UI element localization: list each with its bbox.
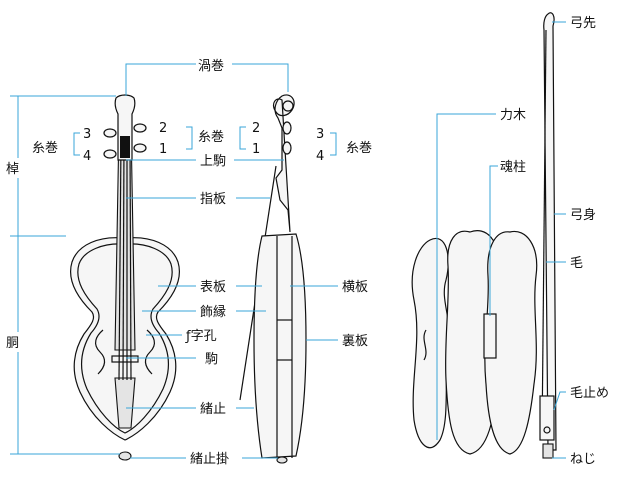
label-tailpiece: 緒止 (200, 402, 226, 417)
label-bow-hair: 毛 (570, 256, 583, 271)
peg-slot-front (120, 136, 130, 158)
bow-frog (539, 395, 555, 441)
violin-interior-drawing (411, 230, 538, 455)
label-scroll: 渦巻 (198, 59, 224, 74)
string-4 (129, 139, 132, 381)
peg-num-side-2: 2 (252, 121, 260, 136)
interior-back-plate (484, 230, 538, 455)
leader-lines (10, 21, 566, 459)
label-sound-post: 魂柱 (500, 159, 526, 175)
label-f-hole: ƒ字孔 (185, 329, 217, 344)
scroll-side (272, 94, 295, 233)
label-pegs-middle: 糸巻 (198, 130, 224, 145)
label-top-plate: 表板 (200, 280, 226, 295)
string-1 (118, 139, 122, 381)
string-2 (122, 139, 125, 381)
violin-front-purfling (77, 243, 173, 434)
peg-front-4 (103, 149, 117, 159)
endpin-side (276, 456, 288, 464)
peg-num-left-3: 3 (83, 127, 91, 142)
label-bridge: 駒 (205, 352, 218, 367)
label-bow-stick: 弓身 (570, 207, 596, 223)
label-nut: 上駒 (200, 154, 226, 169)
violin-front-drawing (70, 94, 180, 461)
label-ribs: 横板 (342, 280, 368, 295)
bow-drawing (539, 12, 557, 459)
part-labels: 渦巻 糸巻 3 4 2 1 糸巻 2 1 3 4 糸巻 棹 胴 上駒 指板 表板… (4, 16, 609, 467)
label-screw: ねじ (570, 452, 596, 467)
peg-num-mid-2: 2 (159, 121, 167, 136)
label-neck: 棹 (6, 162, 19, 177)
label-frog: 毛止め (570, 386, 609, 401)
peg-side-2 (282, 121, 292, 135)
tailpiece-shape (114, 377, 136, 429)
label-bass-bar: 力木 (500, 108, 526, 123)
violin-side-drawing (239, 94, 307, 464)
interior-f-hole (423, 329, 427, 361)
peg-num-side-3: 3 (316, 127, 324, 142)
f-hole-left (94, 329, 106, 375)
peg-num-side-1: 1 (252, 142, 260, 157)
bow-frog-eye (543, 426, 551, 434)
bridge-shape (111, 355, 139, 363)
sound-post (483, 313, 497, 359)
endpin-shape (118, 451, 132, 461)
label-back-plate: 裏板 (342, 334, 368, 349)
bow-hair (541, 29, 547, 441)
peg-side-1 (282, 141, 292, 155)
peg-num-side-4: 4 (316, 149, 324, 164)
peg-front-1 (133, 143, 147, 153)
scroll-curl (282, 100, 294, 112)
bow-screw (542, 443, 554, 459)
label-bow-tip: 弓先 (570, 16, 596, 31)
label-endpin: 緒止掛 (190, 452, 229, 467)
peg-num-left-4: 4 (83, 149, 91, 164)
f-hole-right (144, 329, 156, 375)
label-fingerboard: 指板 (200, 192, 226, 207)
peg-num-mid-1: 1 (159, 142, 167, 157)
peg-front-3 (103, 128, 117, 138)
interior-top-plate (411, 237, 450, 449)
body-side (253, 233, 307, 459)
peg-front-2 (133, 123, 147, 133)
label-pegs-left: 糸巻 (32, 141, 58, 156)
label-pegs-right: 糸巻 (346, 141, 372, 156)
label-purfling: 飾縁 (200, 304, 226, 320)
label-body: 胴 (6, 336, 19, 351)
